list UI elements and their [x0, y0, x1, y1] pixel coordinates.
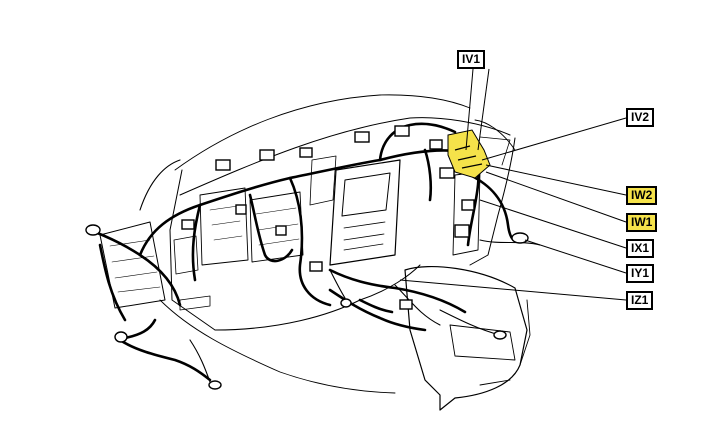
windshield-edge — [174, 94, 471, 171]
lower-trim — [159, 299, 396, 394]
callout-iw2: IW2 — [626, 186, 658, 205]
dash-left-end — [169, 169, 216, 331]
callout-iy1: IY1 — [626, 264, 655, 283]
dash-top-edge — [179, 117, 511, 196]
right-dash-side — [469, 137, 516, 266]
connector-plugs — [85, 125, 529, 390]
callout-iv1: IV1 — [457, 50, 486, 69]
callout-iv2: IV2 — [626, 108, 655, 127]
right-pillar — [474, 119, 516, 151]
center-console — [404, 265, 528, 411]
center-stack — [329, 159, 401, 266]
callout-ix1: IX1 — [626, 239, 655, 258]
dash-lower-edge — [214, 264, 421, 331]
thin-wires — [139, 159, 541, 383]
leader-lines — [399, 68, 627, 301]
callout-iz1: IZ1 — [626, 291, 654, 310]
callout-iw1: IW1 — [626, 213, 658, 232]
wire-harness — [93, 122, 527, 382]
center-vent — [309, 155, 337, 206]
glove-box-bracket — [452, 171, 481, 256]
highlighted-connector-area — [447, 129, 491, 179]
display-panel — [341, 172, 391, 217]
